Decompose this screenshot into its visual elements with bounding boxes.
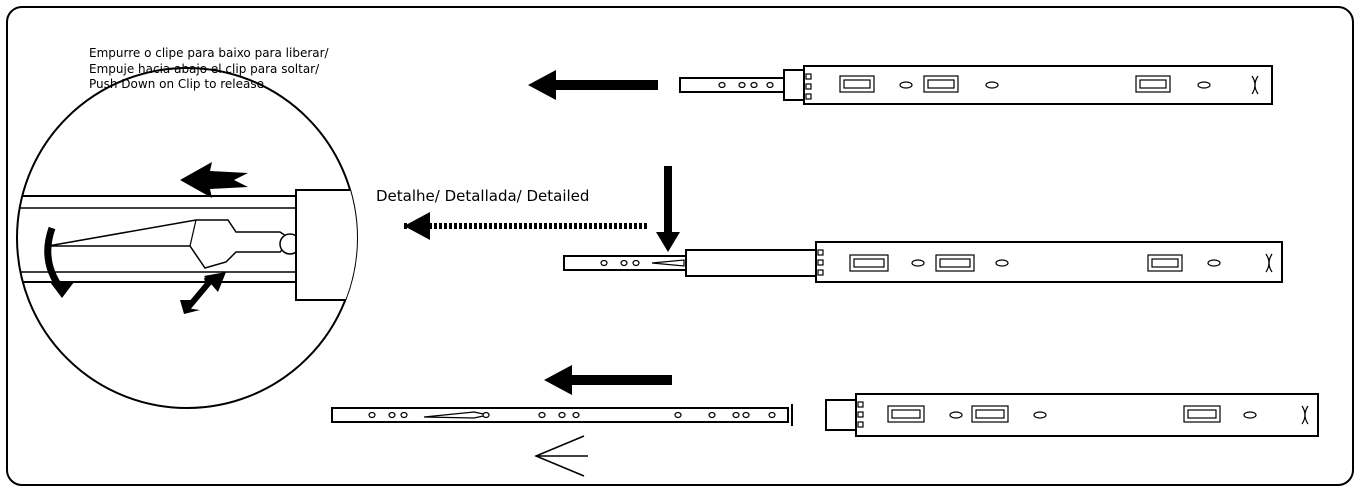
detail-magnifier bbox=[16, 67, 358, 409]
detail-label: Detalhe/ Detallada/ Detailed bbox=[376, 187, 590, 205]
slide-row-2 bbox=[404, 166, 1283, 283]
diagram-frame bbox=[6, 6, 1354, 486]
arrow-down-icon bbox=[656, 232, 680, 252]
arrow-left-dashed-icon bbox=[404, 212, 430, 240]
slide-row-1 bbox=[528, 65, 1273, 105]
arrow-left-icon bbox=[544, 365, 672, 395]
arrow-left-icon bbox=[528, 70, 658, 100]
arrow-left-icon bbox=[180, 162, 248, 198]
instruction-text: Empurre o clipe para baixo para liberar/… bbox=[89, 46, 329, 91]
slide-row-3 bbox=[331, 365, 1319, 477]
